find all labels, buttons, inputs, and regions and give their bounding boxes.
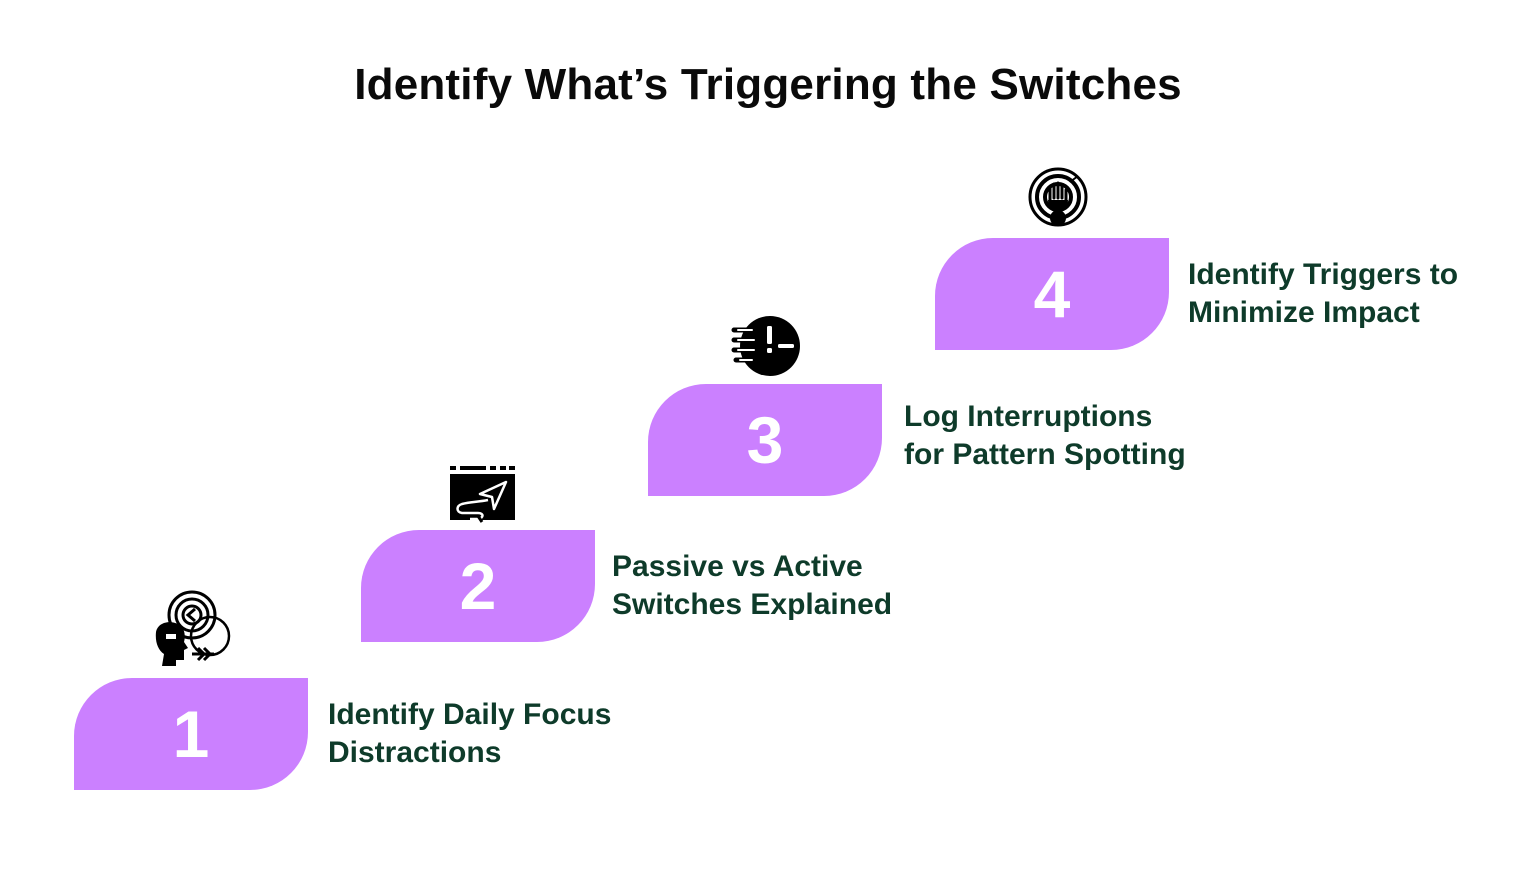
route-board-icon: [448, 466, 516, 524]
step-3-block: 3: [648, 384, 882, 496]
step-3-number: 3: [746, 403, 784, 477]
step-1-label-line2: Distractions: [328, 736, 502, 769]
step-2-label: Passive vs Active Switches Explained: [612, 548, 892, 624]
step-4-block: 4: [935, 238, 1169, 350]
step-4-label-line2: Minimize Impact: [1188, 296, 1420, 329]
step-3-label-line1: Log Interruptions: [904, 400, 1153, 433]
diagram-title: Identify What’s Triggering the Switches: [354, 60, 1182, 109]
step-4-label-line1: Identify Triggers to: [1188, 258, 1459, 291]
step-4-label: Identify Triggers to Minimize Impact: [1188, 256, 1458, 332]
step-1-number: 1: [172, 697, 210, 771]
head-target-arrow-icon: [154, 590, 234, 668]
step-1-label-line1: Identify Daily Focus: [328, 698, 612, 731]
speed-alert-icon: [730, 314, 802, 378]
step-4-number: 4: [1033, 257, 1071, 331]
step-1-block: 1: [74, 678, 308, 790]
step-1-label: Identify Daily Focus Distractions: [328, 696, 611, 772]
step-2-number: 2: [459, 549, 497, 623]
step-3-label-line2: for Pattern Spotting: [904, 438, 1186, 471]
step-3-label: Log Interruptions for Pattern Spotting: [904, 398, 1186, 474]
hand-target-icon: [1026, 166, 1090, 230]
step-2-block: 2: [361, 530, 595, 642]
step-2-label-line2: Switches Explained: [612, 588, 893, 621]
step-2-label-line1: Passive vs Active: [612, 550, 863, 583]
